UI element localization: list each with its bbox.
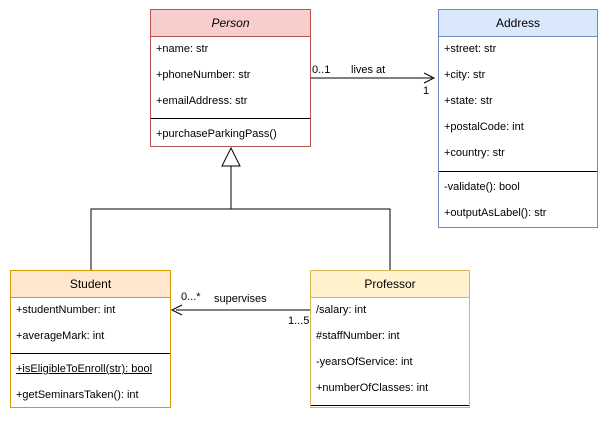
student-method-is-eligible-to-enroll: +isEligibleToEnroll(str): bool [16,363,153,375]
supervises-source-multiplicity: 1...5 [288,315,310,327]
address-attribute-city: +city: str [444,69,486,81]
address-separator [439,171,597,172]
supervises-target-multiplicity: 0...* [181,291,201,303]
address-method-validate: -validate(): bool [444,181,520,193]
student-separator [11,353,170,354]
student-inheritance-line [90,166,232,270]
person-attribute-email: +emailAddress: str [156,95,248,107]
address-class-body: +street: str +city: str +state: str +pos… [439,37,597,227]
student-method-get-seminars-taken: +getSeminarsTaken(): int [16,389,139,401]
professor-attribute-staff-number: #staffNumber: int [316,330,400,342]
professor-separator [311,405,469,406]
person-separator [151,118,310,119]
address-class-name: Address [439,10,597,37]
address-class[interactable]: Address +street: str +city: str +state: … [438,9,598,228]
inheritance-triangle [221,146,241,167]
professor-attribute-number-of-classes: +numberOfClasses: int [316,382,429,394]
professor-attribute-salary: /salary: int [316,304,367,316]
professor-class-name: Professor [311,271,469,298]
professor-class[interactable]: Professor /salary: int #staffNumber: int… [310,270,470,408]
address-attribute-postal-code: +postalCode: int [444,121,524,133]
person-attribute-phone: +phoneNumber: str [156,69,251,81]
address-attribute-state: +state: str [444,95,493,107]
supervises-label: supervises [214,293,267,305]
professor-inheritance-line [231,208,391,270]
student-class[interactable]: Student +studentNumber: int +averageMark… [10,270,171,408]
lives-at-target-multiplicity: 1 [423,85,430,97]
person-attribute-name: +name: str [156,43,209,55]
address-method-output-as-label: +outputAsLabel(): str [444,207,547,219]
lives-at-label: lives at [351,64,386,76]
person-class-body: +name: str +phoneNumber: str +emailAddre… [151,37,310,146]
supervises-arrowhead [170,304,183,316]
lives-at-source-multiplicity: 0..1 [312,64,331,76]
student-class-body: +studentNumber: int +averageMark: int +i… [11,298,170,407]
lives-at-arrowhead [423,72,436,84]
professor-attribute-years-of-service: -yearsOfService: int [316,356,413,368]
professor-class-body: /salary: int #staffNumber: int -yearsOfS… [311,298,469,407]
person-class-name: Person [151,10,310,37]
address-attribute-street: +street: str [444,43,497,55]
student-attribute-average-mark: +averageMark: int [16,330,105,342]
person-class[interactable]: Person +name: str +phoneNumber: str +ema… [150,9,311,147]
address-attribute-country: +country: str [444,147,505,159]
student-class-name: Student [11,271,170,298]
person-method-purchase-parking-pass: +purchaseParkingPass() [156,128,277,140]
student-attribute-student-number: +studentNumber: int [16,304,116,316]
